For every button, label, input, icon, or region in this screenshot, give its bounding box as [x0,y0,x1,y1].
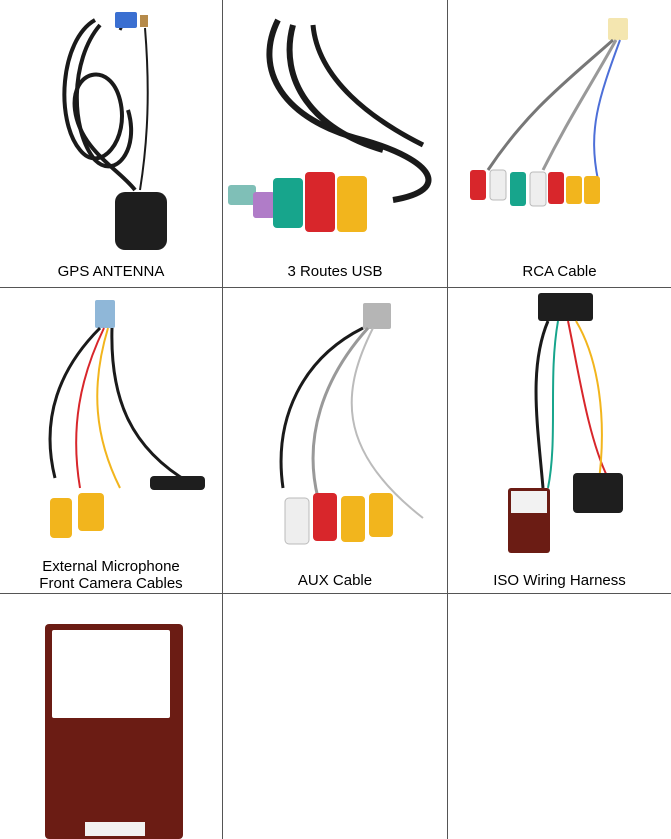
rca-cable-illustration [470,18,628,207]
mic-camera-cable-illustration [48,300,205,538]
caption-line: External Microphone [42,558,180,575]
grid-divider [447,0,448,839]
cell-empty-2 [448,594,671,839]
aux-cable-illustration [279,303,424,545]
grid-divider [222,0,223,839]
gps-antenna-illustration [62,12,167,250]
caption-iso-wiring-harness: ISO Wiring Harness [448,572,671,589]
caption-aux-cable: AUX Cable [223,572,447,589]
cell-canbus-box [0,594,222,839]
iso-harness-illustration [508,293,623,553]
cell-gps-antenna: GPS ANTENNA [0,0,222,287]
grid-divider [0,593,671,594]
cell-iso-wiring-harness: ISO Wiring Harness [448,288,671,593]
canbus-box-illustration [45,624,183,839]
caption-line: Front Camera Cables [39,575,183,592]
caption-gps-antenna: GPS ANTENNA [0,263,222,280]
caption-line: 3 Routes USB [287,263,383,280]
caption-3-routes-usb: 3 Routes USB [223,263,447,280]
caption-line: RCA Cable [522,263,597,280]
caption-rca-cable: RCA Cable [448,263,671,280]
grid-divider [0,287,671,288]
caption-line: ISO Wiring Harness [493,572,626,589]
caption-line: AUX Cable [297,572,373,589]
cell-mic-camera-cables: External Microphone Front Camera Cables [0,288,222,593]
cell-3-routes-usb: 3 Routes USB [223,0,447,287]
cell-rca-cable: RCA Cable [448,0,671,287]
cell-aux-cable: AUX Cable [223,288,447,593]
cell-empty-1 [223,594,447,839]
caption-line: GPS ANTENNA [57,263,165,280]
caption-mic-camera-cables: External Microphone Front Camera Cables [0,558,222,592]
usb-cable-illustration [228,18,432,232]
